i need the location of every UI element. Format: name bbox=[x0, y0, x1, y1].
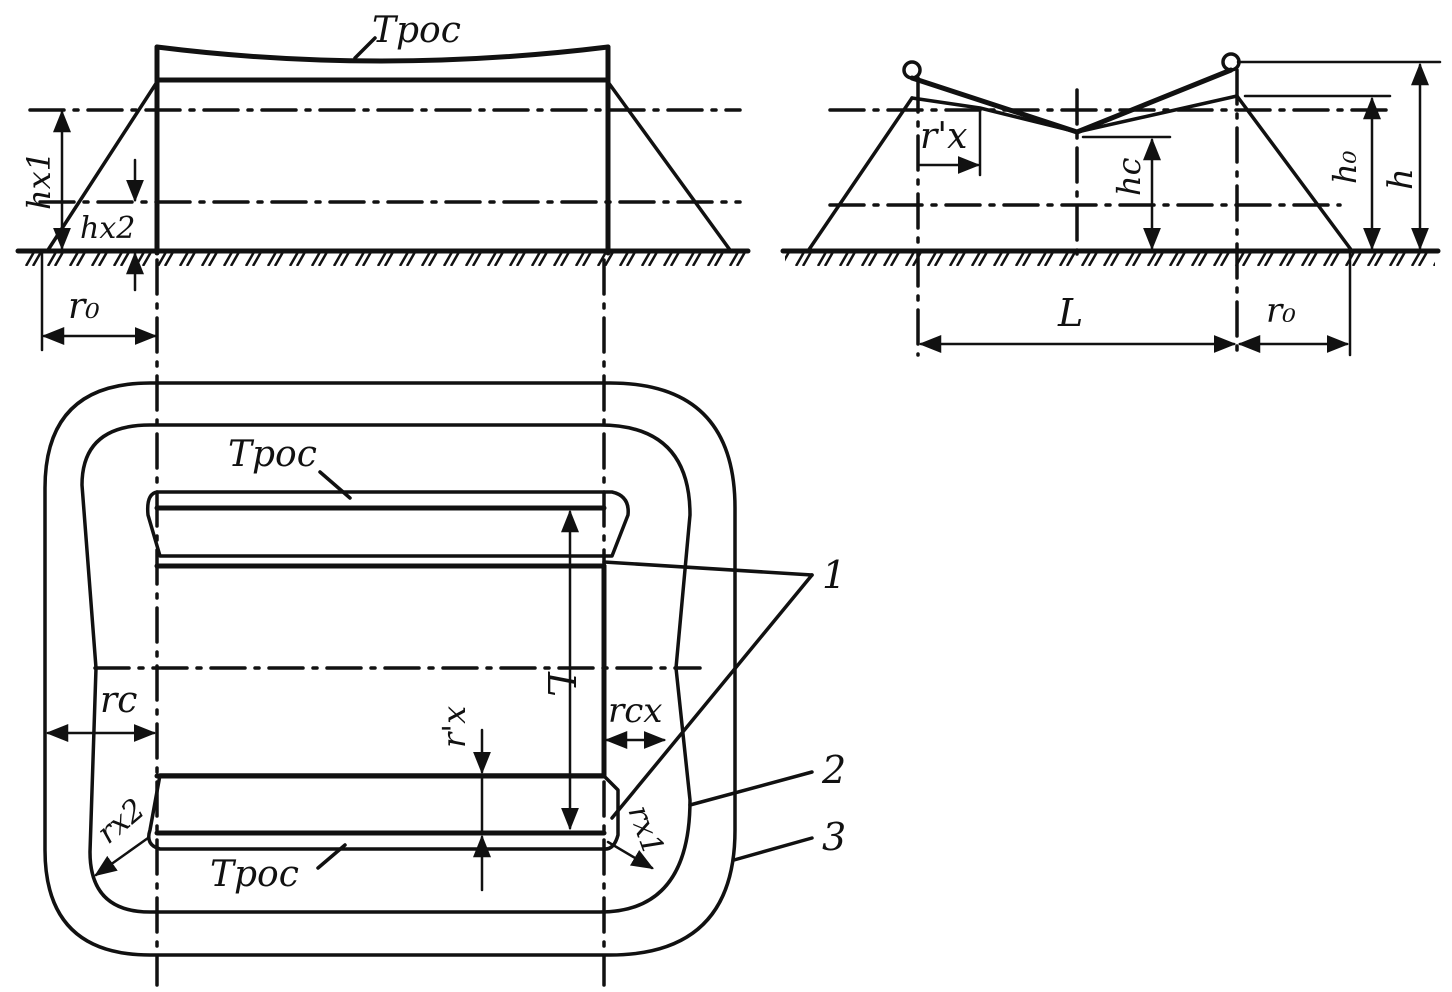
ground-hatch bbox=[20, 252, 750, 266]
hc-label: hc bbox=[1110, 157, 1148, 196]
callout-1-leader-upper bbox=[602, 560, 814, 577]
rcx-label: rcx bbox=[608, 691, 662, 731]
h-label: h bbox=[1381, 168, 1421, 190]
zone-outline-2 bbox=[80, 423, 692, 914]
callout-2: 2 bbox=[821, 748, 846, 792]
cable-leader-lower bbox=[316, 843, 347, 870]
side-view-left: Трос hx1 hx2 r₀ bbox=[15, 10, 751, 352]
rx-prime-plan-label: r'x bbox=[435, 706, 473, 748]
plan-view: Трос Трос L rc rcx r'x rx2 rx1 1 2 3 bbox=[43, 258, 846, 987]
zone-outline-3 bbox=[43, 381, 737, 957]
cable-leader-upper bbox=[318, 470, 352, 500]
cable-sag bbox=[154, 44, 611, 64]
ro-label: r₀ bbox=[68, 286, 100, 327]
rx-prime-label: r'x bbox=[920, 116, 967, 157]
cable-leader bbox=[353, 36, 377, 60]
side-view-right: r'x hc h₀ h L r₀ bbox=[780, 52, 1442, 357]
rc-label: rc bbox=[100, 680, 137, 721]
zone-outline-1-upper bbox=[145, 490, 630, 558]
cable-label-plan-upper: Трос bbox=[228, 434, 317, 475]
L-label-top: L bbox=[1057, 291, 1083, 335]
callout-2-leader bbox=[688, 770, 814, 807]
rx1-label: rx1 bbox=[620, 801, 670, 860]
callout-1: 1 bbox=[822, 553, 846, 597]
rx2-dimension bbox=[94, 836, 150, 877]
L-label-plan: L bbox=[539, 671, 583, 697]
zone-outline-1-lower bbox=[147, 773, 620, 851]
rx1-dimension bbox=[606, 840, 654, 870]
callout-3-leader bbox=[732, 836, 814, 862]
ho-label: h₀ bbox=[1326, 150, 1364, 184]
cable-label-plan-lower: Трос bbox=[210, 854, 299, 895]
cable-label-top: Трос bbox=[372, 10, 461, 51]
ground-hatch-right bbox=[785, 252, 1435, 266]
ro-label-right: r₀ bbox=[1266, 291, 1296, 331]
zone-edge-far-left bbox=[806, 96, 914, 253]
zone-top-right bbox=[910, 94, 1239, 134]
zone-edge-far-right bbox=[1235, 94, 1354, 253]
zone-boundary-right bbox=[606, 80, 732, 252]
callout-1-leader-lower bbox=[610, 573, 814, 820]
callout-3: 3 bbox=[822, 815, 846, 859]
hx2-label: hx2 bbox=[80, 211, 135, 246]
hx1-label: hx1 bbox=[20, 151, 58, 210]
